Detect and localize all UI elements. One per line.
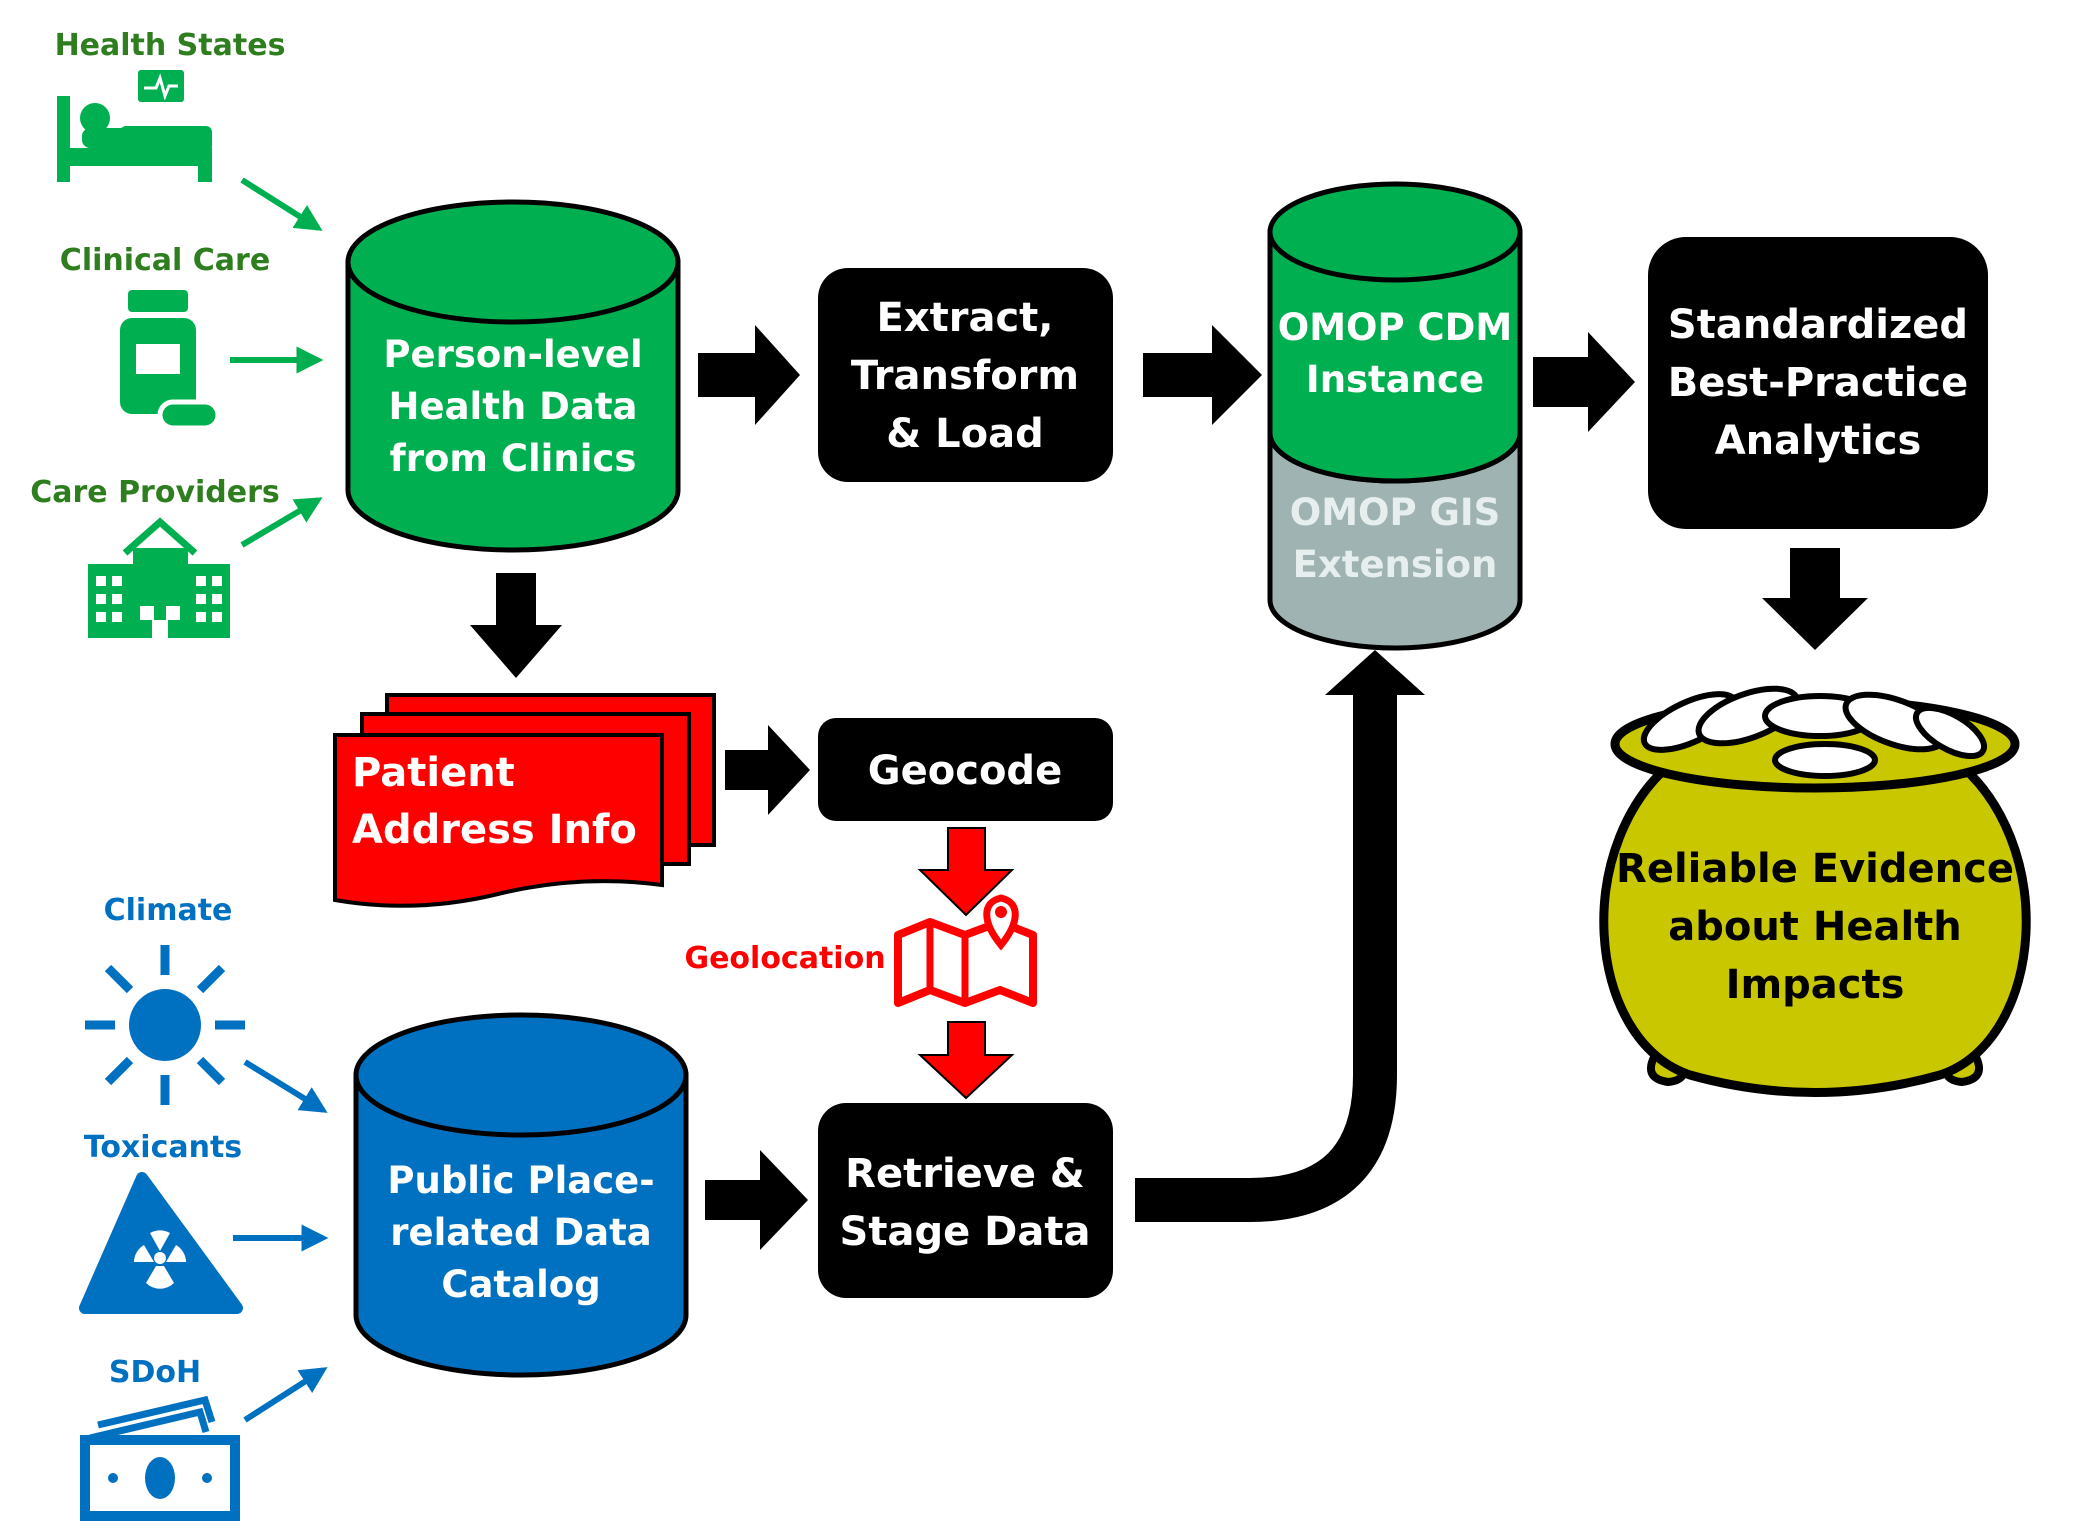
hospital-building-icon: * [88, 517, 230, 638]
climate-arrow [243, 1059, 328, 1113]
omop-gis-line-2: Extension [1293, 543, 1498, 586]
toxicants-label: Toxicants [84, 1130, 242, 1165]
climate-label: Climate [104, 893, 233, 928]
omop-cdm-line-1: OMOP CDM [1278, 306, 1512, 349]
analytics-line-2: Best-Practice [1668, 360, 1969, 406]
public-catalog-line-3: Catalog [441, 1263, 600, 1306]
evidence-line-1: Reliable Evidence [1616, 846, 2014, 892]
omop-cdm-line-2: Instance [1306, 358, 1484, 401]
person-data-line-1: Person-level [383, 333, 642, 376]
analytics-line-1: Standardized [1668, 302, 1968, 348]
public-catalog-line-2: related Data [390, 1211, 651, 1254]
geocode-label: Geocode [868, 748, 1062, 794]
arrow-analytics-to-evidence [1762, 548, 1868, 650]
arrow-person-to-etl [698, 325, 800, 425]
geolocation-label: Geolocation [684, 941, 885, 976]
omop-gis-line-1: OMOP GIS [1290, 491, 1501, 534]
pill-bottle-icon [120, 290, 221, 431]
etl-box: Extract, Transform & Load [818, 268, 1113, 482]
arrow-retrieve-to-omop [1135, 650, 1425, 1222]
evidence-line-3: Impacts [1726, 962, 1905, 1008]
sdoh-label: SDoH [109, 1355, 201, 1390]
care-providers-label: Care Providers [30, 475, 280, 510]
arrow-etl-to-omop [1143, 325, 1262, 425]
arrow-address-to-geocode [725, 725, 810, 815]
analytics-box: Standardized Best-Practice Analytics [1648, 237, 1988, 529]
etl-line-1: Extract, [877, 295, 1054, 341]
arrow-geocode-down [917, 827, 1015, 917]
public-catalog-line-1: Public Place- [387, 1159, 654, 1202]
evidence-line-2: about Health [1668, 904, 1962, 950]
arrow-geolocation-down [917, 1021, 1015, 1100]
patient-address-document: Patient Address Info [333, 693, 716, 908]
retrieve-box: Retrieve & Stage Data [818, 1103, 1113, 1298]
patient-address-line-1: Patient [352, 750, 515, 796]
money-bill-icon [80, 1395, 240, 1521]
person-data-cylinder: Person-level Health Data from Clinics [345, 199, 681, 553]
geocode-box: Geocode [818, 718, 1113, 821]
hospital-bed-icon [57, 70, 212, 182]
pot-of-gold-icon: Reliable Evidence about Health Impacts [1599, 685, 2031, 1097]
health-states-arrow [240, 177, 323, 231]
person-data-line-3: from Clinics [390, 437, 637, 480]
public-catalog-cylinder: Public Place- related Data Catalog [353, 1012, 689, 1378]
analytics-line-3: Analytics [1715, 418, 1922, 464]
arrow-person-to-address [470, 573, 562, 678]
care-providers-arrow [240, 497, 323, 548]
health-states-label: Health States [55, 28, 286, 63]
etl-line-2: Transform [851, 353, 1079, 399]
clinical-care-label: Clinical Care [60, 243, 270, 278]
arrow-catalog-to-retrieve [705, 1150, 808, 1250]
retrieve-line-1: Retrieve & [845, 1151, 1085, 1197]
omop-cylinder: OMOP CDM Instance OMOP GIS Extension [1267, 181, 1523, 651]
sdoh-arrow [243, 1367, 328, 1423]
etl-line-3: & Load [886, 411, 1043, 457]
sun-icon [85, 945, 245, 1105]
person-data-line-2: Health Data [389, 385, 638, 428]
patient-address-line-2: Address Info [352, 807, 637, 853]
radiation-hazard-icon [79, 1172, 243, 1314]
retrieve-line-2: Stage Data [840, 1209, 1091, 1255]
arrow-omop-to-analytics [1533, 332, 1635, 432]
map-pin-icon [894, 894, 1037, 1007]
